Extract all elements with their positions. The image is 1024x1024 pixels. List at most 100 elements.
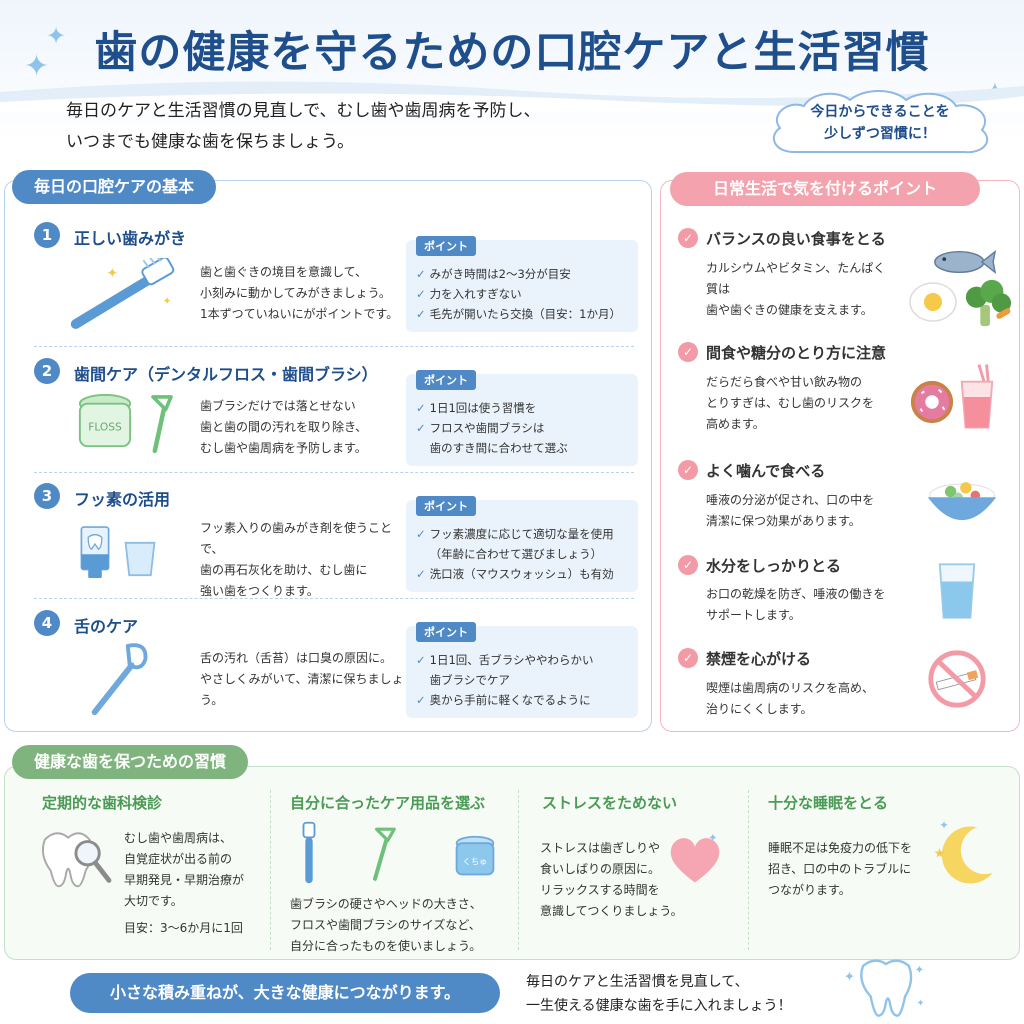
check-icon: ✓ [416, 653, 426, 667]
sparkle-icon: ✦ [24, 49, 50, 84]
egg-icon [909, 282, 957, 322]
check-icon: ✓ [678, 460, 698, 480]
habit-title: 十分な睡眠をとる [768, 794, 889, 812]
fish-icon [934, 249, 997, 275]
sparkle-icon: ✦ [46, 22, 67, 50]
svg-text:✦: ✦ [163, 295, 172, 308]
habit-description: むし歯や歯周病は、 自覚症状が出る前の 早期発見・早期治療が 大切です。 目安：… [124, 831, 245, 935]
step-description: 歯ブラシだけでは落とせない 歯と歯の間の汚れを取り除き、 むし歯や歯周病を予防し… [200, 399, 368, 455]
step-number: 2 [34, 358, 60, 384]
step-number: 4 [34, 610, 60, 636]
step-number: 1 [34, 222, 60, 248]
cup-icon [124, 541, 156, 577]
toothbrush-icon: ✦ ✦ [70, 258, 175, 329]
juice-icon [960, 364, 994, 429]
check-icon: ✓ [678, 228, 698, 248]
divider [270, 790, 271, 950]
divider [34, 598, 634, 599]
life-item-description: カルシウムやビタミン、たんぱく質は 歯や歯ぐきの健康を支えます。 [706, 261, 886, 317]
habit-description: ストレスは歯ぎしりや 食いしばりの原因に。 リラックスする時間を 意識してつくり… [540, 841, 683, 918]
point-label: ポイント [416, 622, 476, 642]
check-icon: ✓ [416, 287, 426, 301]
svg-text:✦: ✦ [107, 266, 118, 282]
tooth-icon: ✦ ✦ ✦ [844, 959, 925, 1017]
toothbrush-icon [302, 821, 316, 884]
svg-text:★: ★ [934, 847, 946, 862]
habit-title: ストレスをためない [542, 794, 678, 812]
point-label: ポイント [416, 236, 476, 256]
tongue-cleaner-icon [91, 643, 148, 716]
life-item-description: お口の乾燥を防ぎ、唾液の働きを サポートします。 [706, 587, 886, 622]
point-label: ポイント [416, 370, 476, 390]
step-title: 正しい歯みがき [74, 229, 187, 248]
check-icon: ✓ [416, 567, 426, 581]
step-description: フッ素入りの歯みがき剤を使うことで、 歯の再石灰化を助け、むし歯に 強い歯をつく… [200, 521, 393, 598]
svg-text:✦: ✦ [917, 998, 925, 1009]
page-title: 歯の健康を守るための口腔ケアと生活習慣 [94, 28, 930, 78]
donut-icon [910, 380, 954, 424]
habit-title: 定期的な歯科検診 [42, 794, 163, 812]
life-item-title: よく噛んで食べる [706, 462, 826, 480]
floss-pick-icon [151, 395, 173, 454]
svg-text:✦: ✦ [915, 963, 925, 977]
check-icon: ✓ [416, 527, 426, 541]
point-label: ポイント [416, 496, 476, 516]
check-icon: ✓ [678, 555, 698, 575]
habit-description: 睡眠不足は免疫力の低下を 招き、口の中のトラブルに つながります。 [768, 841, 913, 897]
tooth-magnifier-icon [41, 832, 112, 888]
life-item-description: 喫煙は歯周病のリスクを高め、 治りにくくします。 [706, 681, 875, 716]
toothpaste-icon [80, 526, 110, 579]
check-icon: ✓ [416, 401, 426, 415]
check-icon: ✓ [678, 648, 698, 668]
water-glass-icon [938, 563, 976, 619]
cloud-bubble [772, 90, 989, 154]
habit-description: 歯ブラシの硬さやヘッドの大きさ、 フロスや歯間ブラシのサイズなど、 自分に合った… [290, 897, 482, 953]
heart-icon: ✦ [670, 831, 720, 883]
habit-title: 自分に合ったケア用品を選ぶ [290, 794, 486, 812]
step-title: 舌のケア [74, 617, 139, 636]
life-item-title: 水分をしっかりとる [706, 557, 842, 575]
svg-text:✦: ✦ [708, 831, 717, 844]
life-item-description: 唾液の分泌が促され、口の中を 清潔に保つ効果があります。 [706, 493, 875, 528]
cloud-message: 今日からできることを 少しずつ習慣に！ [810, 104, 950, 142]
cup-label: くちゅ [463, 856, 488, 866]
broccoli-icon [965, 279, 1012, 327]
step-title: フッ素の活用 [74, 490, 171, 509]
check-icon: ✓ [416, 693, 426, 707]
step-description: 歯と歯ぐきの境目を意識して、 小刻みに動かしてみがきましょう。 1本ずつていねい… [200, 265, 399, 321]
habits-heading: 健康な歯を保つための習慣 [12, 745, 249, 779]
floss-box-icon: FLOSS [78, 394, 132, 448]
svg-text:✦: ✦ [844, 970, 855, 985]
header-wave-decoration [0, 81, 1024, 112]
point-box: ポイント ✓みがき時間は2〜3分が目安 ✓力を入れすぎない ✓毛先が開いたら交換… [406, 236, 638, 332]
rice-bowl-icon [927, 482, 997, 521]
habits-panel [4, 766, 1020, 960]
floss-label: FLOSS [88, 421, 122, 434]
footer-message-pill: 小さな積み重ねが、大きな健康につながります。 [70, 973, 500, 1013]
divider [34, 472, 634, 473]
point-box: ポイント ✓1日1回は使う習慣を ✓フロスや歯間ブラシは ✓歯のすき間に合わせて… [406, 370, 638, 466]
daily-life-heading: 日常生活で気を付けるポイント [670, 172, 980, 206]
check-icon: ✓ [416, 421, 426, 435]
divider [748, 790, 749, 950]
daily-care-heading: 毎日の口腔ケアの基本 [12, 170, 217, 204]
point-box: ポイント ✓1日1回、舌ブラシややわらかい ✓歯ブラシでケア ✓奥から手前に軽く… [406, 622, 638, 718]
divider [34, 346, 634, 347]
moon-icon: ★ ✦ [934, 818, 993, 884]
check-icon: ✓ [678, 342, 698, 362]
mouthwash-cup-icon: くちゅ [455, 835, 495, 876]
check-icon: ✓ [416, 267, 426, 281]
page-subtitle: 毎日のケアと生活習慣の見直しで、むし歯や歯周病を予防し、 いつまでも健康な歯を保… [66, 101, 541, 152]
check-icon: ✓ [416, 307, 426, 321]
step-number: 3 [34, 483, 60, 509]
life-item-title: バランスの良い食事をとる [706, 230, 886, 248]
divider [518, 790, 519, 950]
floss-pick-icon [373, 827, 396, 881]
no-smoking-icon [928, 650, 986, 708]
footer-message: 毎日のケアと生活習慣を見直して、 一生使える健康な歯を手に入れましょう！ [526, 974, 792, 1014]
svg-text:✦: ✦ [939, 818, 949, 832]
step-description: 舌の汚れ（舌苔）は口臭の原因に。 やさしくみがいて、清潔に保ちましょう。 [200, 651, 404, 707]
life-item-title: 禁煙を心がける [706, 650, 812, 668]
point-box: ポイント ✓フッ素濃度に応じて適切な量を使用 ✓（年齢に合わせて選びましょう） … [406, 496, 638, 592]
life-item-title: 間食や糖分のとり方に注意 [706, 344, 887, 362]
